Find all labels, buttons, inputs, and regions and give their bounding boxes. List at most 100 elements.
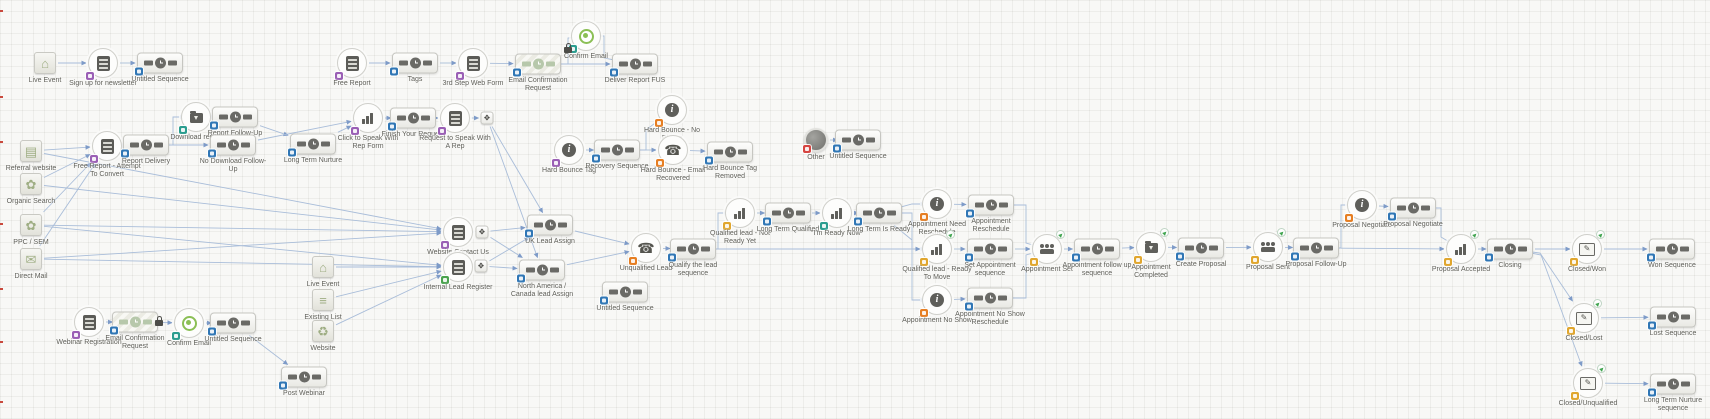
type-badge [179, 126, 187, 134]
node-label: 3rd Step Web Form [442, 80, 504, 87]
type-badge [72, 331, 80, 339]
type-badge [1176, 252, 1184, 261]
connector-website-to-internal-lead-register [335, 274, 442, 326]
connector-decision-1-to-uk-lead-assign [491, 126, 543, 214]
node-body [441, 217, 473, 249]
node-body [1444, 230, 1479, 266]
node-label: Untitled Sequence [829, 153, 887, 160]
info-icon: i [930, 197, 944, 211]
node-body [1251, 228, 1286, 264]
node-label: Tags [407, 76, 423, 83]
monitor-icon: ▤ [24, 143, 38, 159]
sequence-timer-icon [296, 138, 330, 150]
people-icon [1040, 244, 1054, 254]
node-body: ☎ [629, 233, 661, 265]
type-badge [1251, 256, 1259, 264]
node-body: ✎ [1571, 364, 1606, 400]
node-label: Hard Bounce Tag [542, 167, 596, 174]
podium-icon [931, 243, 943, 255]
node-body [1291, 237, 1339, 261]
type-badge [121, 149, 129, 158]
type-badge [656, 159, 664, 167]
reporting-flag-icon [1160, 228, 1169, 237]
sequence-timer-icon [1080, 243, 1114, 255]
node-body [513, 53, 561, 77]
type-badge [172, 332, 180, 340]
node-body: ≡ [312, 289, 334, 311]
node-body [208, 312, 256, 336]
node-body [965, 238, 1013, 262]
connector-ppc-sem-to-website-contact-us [43, 224, 442, 235]
reporting-flag-icon [1470, 230, 1479, 239]
connector-untitled-seq-3-to-post-webinar [249, 335, 289, 365]
node-body: ✎ [1567, 299, 1602, 335]
node-body [390, 52, 438, 76]
reporting-flag-icon [1596, 230, 1605, 239]
node-body [1648, 373, 1696, 397]
sequence-timer-icon [216, 139, 250, 151]
webform-icon [345, 55, 359, 71]
webform-icon [96, 55, 110, 71]
sequence-timer-icon [396, 112, 430, 124]
node-label: Appointment Reschedule [971, 218, 1011, 234]
sequence-timer-icon [287, 371, 321, 383]
node-label: Appointment Set [1021, 266, 1073, 273]
node-label: Closed/Won [1567, 266, 1606, 273]
sequence-timer-icon [129, 139, 163, 151]
node-label: PPC / SEM [13, 239, 49, 246]
sequence-timer-icon [1493, 243, 1527, 255]
type-badge [1388, 212, 1396, 221]
node-label: Long Term Qualified [756, 226, 820, 233]
node-label: Direct Mail [14, 273, 48, 280]
type-badge [723, 222, 731, 230]
node-label: Email Confirmation Request [105, 335, 165, 351]
node-label: Confirm Email [167, 340, 211, 347]
node-body [1176, 237, 1224, 261]
node-label: Set Appointment sequence [964, 262, 1016, 278]
node-body [966, 194, 1014, 218]
node-body [1072, 238, 1120, 262]
sequence-timer-icon [1299, 242, 1333, 254]
info-icon: i [665, 103, 679, 117]
node-label: Live Event [306, 281, 340, 288]
decision-diamond-icon: ❖ [483, 113, 491, 122]
canvas-edge-marker [0, 10, 3, 12]
node-body: ⌂ [34, 52, 56, 74]
reporting-flag-icon [1593, 299, 1602, 308]
node-body [600, 281, 648, 305]
node-label: Proposal Negotiate [1383, 221, 1443, 228]
podium-icon [1455, 243, 1467, 255]
node-label: Report Follow-Up [207, 130, 263, 137]
sequence-timer-icon [608, 286, 642, 298]
connector-organic-search-to-free-report-attempt [43, 154, 91, 178]
node-label: Internal Lead Register [423, 284, 493, 291]
type-badge [629, 257, 637, 265]
node-body [86, 48, 118, 80]
webform-icon [451, 259, 465, 275]
sequence-timer-icon [218, 111, 252, 123]
type-badge [705, 156, 713, 165]
node-label: Untitled Sequence [596, 305, 654, 312]
type-badge [441, 241, 449, 249]
node-label: Qualified lead - Ready To Move [902, 266, 972, 282]
podium-icon [734, 207, 746, 219]
reporting-flag-icon [1056, 230, 1065, 239]
type-badge [552, 159, 560, 167]
note-pencil-icon: ✎ [1579, 242, 1595, 256]
connector-organic-search-to-website-contact-us [43, 185, 442, 232]
type-badge [1567, 327, 1575, 335]
node-body: i [655, 95, 687, 127]
node-label: Referral website [5, 165, 57, 172]
node-label: Closed/Lost [1565, 335, 1603, 342]
type-badge [1647, 253, 1655, 262]
connector-north-america-assign-to-unqualified-lead [566, 250, 630, 266]
canvas-edge-marker [0, 223, 3, 225]
connector-closed-lost-to-lost-sequence [1600, 314, 1649, 320]
node-label: Hard Bounce - Email Recovered [640, 167, 706, 183]
node-label: UK Lead Assign [525, 238, 575, 245]
node-label: Closing [1498, 262, 1522, 269]
sequence-timer-icon [1656, 311, 1690, 323]
canvas-edge-marker [0, 96, 3, 98]
type-badge [965, 253, 973, 262]
